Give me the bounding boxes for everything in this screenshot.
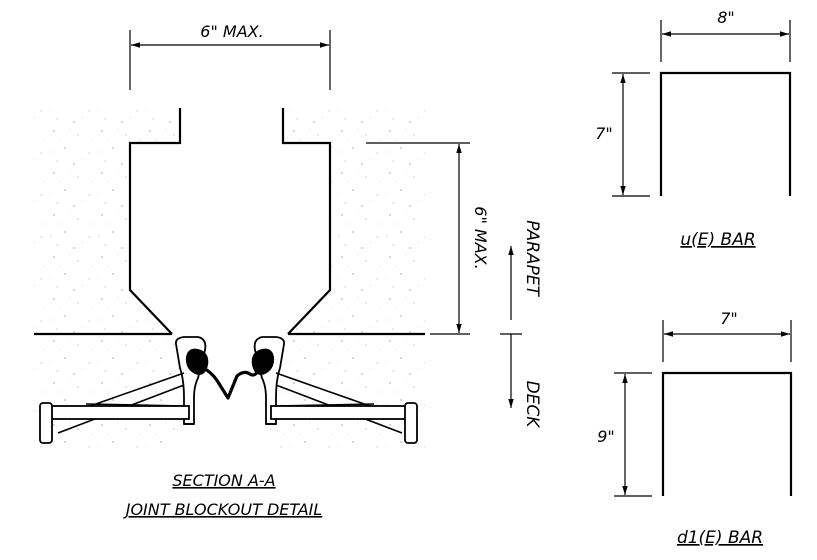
d-bar-width-text: 7"	[720, 309, 738, 328]
joint-blockout-section: 6" MAX. 6" MAX. PARAPET DECK	[34, 22, 542, 519]
blockout-outline	[128, 108, 332, 335]
parapet-label: PARAPET	[522, 220, 542, 297]
right-joint-rail	[251, 336, 418, 444]
u-bar-detail: 8" 7" u(E) BAR	[595, 8, 792, 250]
depth-dimension: 6" MAX.	[366, 142, 490, 335]
d-bar-height-text: 9"	[597, 427, 615, 446]
section-subtitle: JOINT BLOCKOUT DETAIL	[123, 500, 323, 519]
left-joint-rail	[39, 336, 209, 444]
d-bar-shape	[661, 371, 793, 496]
u-bar-height-text: 7"	[595, 124, 613, 143]
u-bar-width-text: 8"	[717, 8, 735, 27]
concrete-parapet	[34, 108, 425, 334]
width-dimension: 6" MAX.	[129, 22, 331, 90]
u-bar-shape	[659, 71, 792, 196]
depth-dim-text: 6" MAX.	[471, 206, 490, 269]
concrete-deck	[34, 334, 425, 450]
u-bar-label: u(E) BAR	[680, 230, 755, 250]
d-bar-label: d1(E) BAR	[677, 528, 763, 548]
section-title: SECTION A-A	[172, 471, 275, 490]
width-dim-text: 6" MAX.	[200, 22, 263, 41]
deck-label: DECK	[522, 381, 542, 430]
d-bar-detail: 7" 9" d1(E) BAR	[597, 309, 793, 548]
strip-seal-gland	[199, 364, 262, 400]
parapet-deck-indicator: PARAPET DECK	[500, 220, 542, 429]
